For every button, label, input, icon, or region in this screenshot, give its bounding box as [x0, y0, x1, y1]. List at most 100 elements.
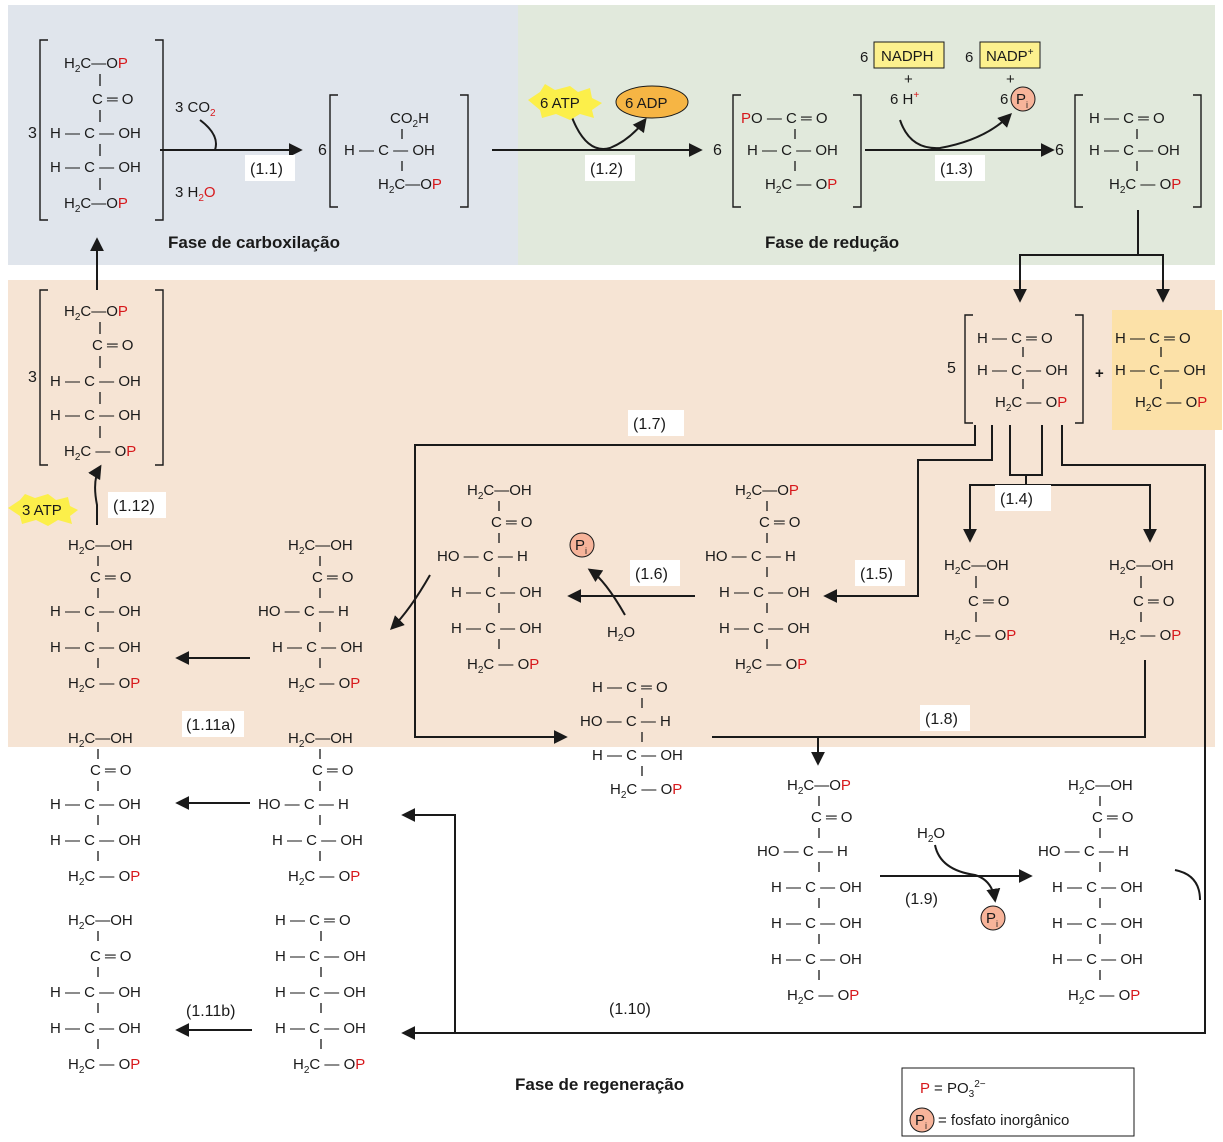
reduction-panel — [518, 5, 1215, 265]
svg-text:H — C — OH: H — C — OH — [592, 747, 683, 764]
pi-circle-1-6: Pi — [569, 532, 595, 558]
coefficient-three-regen: 3 — [28, 369, 37, 386]
svg-text:C ═ O: C ═ O — [92, 91, 133, 108]
svg-text:H2C—OH: H2C—OH — [68, 912, 133, 932]
svg-text:C ═ O: C ═ O — [312, 569, 353, 586]
h2o-reactant: 3 H2O — [175, 184, 216, 204]
svg-text:H2C — OP: H2C — OP — [787, 987, 859, 1007]
molecule-fbp: H2C—OP C ═ O HO — C — H H — C — OH H — C… — [705, 482, 810, 676]
svg-text:C ═ O: C ═ O — [759, 514, 800, 531]
svg-text:H2C—OH: H2C—OH — [1109, 557, 1174, 577]
svg-text:H — C ═ O: H — C ═ O — [275, 912, 351, 929]
molecule-ru5p-a: H2C—OH C ═ O H — C — OH H — C — OH H2C —… — [50, 537, 141, 695]
molecule-f6p: H2C—OH C ═ O HO — C — H H — C — OH H — C… — [437, 482, 542, 676]
molecule-rubp-regen: 3 H2C—OP C ═ O H — C — OH H — C — OH H2C… — [28, 289, 164, 466]
svg-text:H2C—OH: H2C—OH — [944, 557, 1009, 577]
svg-text:C ═ O: C ═ O — [90, 948, 131, 965]
nadp-coefficient: 6 — [965, 49, 973, 66]
svg-text:HO — C — H: HO — C — H — [705, 548, 796, 565]
plus-sign: + — [904, 71, 913, 88]
pi-circle-1-9: Pi — [980, 905, 1006, 931]
svg-text:H2C — OP: H2C — OP — [610, 781, 682, 801]
svg-text:C ═ O: C ═ O — [1133, 593, 1174, 610]
svg-text:Pi: Pi — [915, 1112, 927, 1131]
coefficient-three: 3 — [28, 125, 37, 142]
molecule-dhap-right: H2C—OH C ═ O H2C — OP — [1109, 557, 1181, 647]
svg-text:H2C — OP: H2C — OP — [1135, 394, 1207, 414]
svg-text:H2C — OP: H2C — OP — [68, 868, 140, 888]
nadph-coefficient: 6 — [860, 49, 868, 66]
svg-text:Pi: Pi — [1016, 91, 1028, 110]
svg-text:H2C — OP: H2C — OP — [1109, 176, 1181, 196]
svg-text:H — C — OH: H — C — OH — [451, 620, 542, 637]
molecule-e4p: H — C ═ O HO — C — H H — C — OH H2C — OP — [580, 679, 683, 801]
svg-text:H — C — OH: H — C — OH — [1052, 879, 1143, 896]
svg-text:C ═ O: C ═ O — [312, 762, 353, 779]
h2o-1-9: H2O — [917, 825, 945, 845]
svg-text:H2C—OP: H2C—OP — [64, 195, 128, 215]
svg-text:H — C — OH: H — C — OH — [50, 984, 141, 1001]
molecule-xu5p-a: H2C—OH C ═ O HO — C — H H — C — OH H2C —… — [258, 537, 363, 695]
svg-text:H2C — OP: H2C — OP — [735, 656, 807, 676]
adp-6-oval: 6 ADP — [615, 85, 689, 119]
nadph-box — [873, 41, 945, 69]
svg-text:H — C ═ O: H — C ═ O — [592, 679, 668, 696]
coefficient-six-g3p: 6 — [1055, 142, 1064, 159]
svg-text:H2C — OP: H2C — OP — [68, 675, 140, 695]
svg-text:H2C — OP: H2C — OP — [467, 656, 539, 676]
molecule-bpg: 6 PO — C ═ O H — C — OH H2C — OP — [713, 94, 862, 208]
svg-text:H2C — OP: H2C — OP — [288, 675, 360, 695]
molecule-ru5p-b: H2C—OH C ═ O H — C — OH H — C — OH H2C —… — [50, 730, 141, 888]
svg-text:H — C — OH: H — C — OH — [771, 951, 862, 968]
svg-text:H2C—OP: H2C—OP — [378, 176, 442, 196]
svg-text:HO — C — H: HO — C — H — [258, 603, 349, 620]
svg-text:H — C — OH: H — C — OH — [50, 796, 141, 813]
legend-pi-icon — [909, 1107, 935, 1133]
svg-text:H2C — OP: H2C — OP — [995, 394, 1067, 414]
svg-text:HO — C — H: HO — C — H — [258, 796, 349, 813]
svg-text:H — C — OH: H — C — OH — [50, 1020, 141, 1037]
svg-text:C ═ O: C ═ O — [491, 514, 532, 531]
svg-text:6 ADP: 6 ADP — [625, 95, 668, 112]
svg-text:H2C — OP: H2C — OP — [293, 1056, 365, 1076]
svg-text:H2C—OH: H2C—OH — [68, 537, 133, 557]
svg-text:H — C — OH: H — C — OH — [1115, 362, 1206, 379]
svg-text:H — C — OH: H — C — OH — [50, 832, 141, 849]
molecule-rubp-top: 3 H2C—OP C ═ O H — C — OH H — C — OH H2C… — [28, 39, 164, 221]
svg-text:H — C — OH: H — C — OH — [747, 142, 838, 159]
svg-text:H2C—OP: H2C—OP — [64, 55, 128, 75]
nadp-box — [979, 41, 1041, 69]
svg-text:Pi: Pi — [986, 910, 998, 929]
step-1-1-label: (1.1) — [250, 161, 283, 178]
svg-text:H — C — OH: H — C — OH — [719, 584, 810, 601]
legend-p-definition: P= PO32− — [920, 1079, 986, 1100]
coefficient-six-bpg: 6 — [713, 142, 722, 159]
step-1-8-label: (1.8) — [925, 711, 958, 728]
svg-text:H2C—OP: H2C—OP — [787, 777, 851, 797]
step-1-6-label: (1.6) — [635, 566, 668, 583]
svg-text:HO — C — H: HO — C — H — [757, 843, 848, 860]
svg-text:H2C—OH: H2C—OH — [467, 482, 532, 502]
svg-text:C ═ O: C ═ O — [968, 593, 1009, 610]
svg-text:H — C ═ O: H — C ═ O — [977, 330, 1053, 347]
molecule-g3p-five: 5 H — C ═ O H — C — OH H2C — OP — [947, 314, 1084, 424]
molecule-g3p-export: H — C ═ O H — C — OH H2C — OP — [1115, 330, 1207, 414]
svg-text:H — C — OH: H — C — OH — [275, 1020, 366, 1037]
svg-text:H — C — OH: H — C — OH — [50, 407, 141, 424]
step-1-11a-label: (1.11a) — [186, 717, 236, 734]
svg-text:HO — C — H: HO — C — H — [580, 713, 671, 730]
step-1-5-label: (1.5) — [860, 566, 893, 583]
svg-text:H2C — OP: H2C — OP — [944, 627, 1016, 647]
molecule-sbp: H2C—OP C ═ O HO — C — H H — C — OH H — C… — [757, 777, 862, 1007]
svg-text:H — C ═ O: H — C ═ O — [1089, 110, 1165, 127]
svg-text:H — C — OH: H — C — OH — [977, 362, 1068, 379]
molecule-r5p: H — C ═ O H — C — OH H — C — OH H — C — … — [275, 912, 366, 1076]
svg-text:H — C — OH: H — C — OH — [272, 832, 363, 849]
svg-text:H2C—OP: H2C—OP — [735, 482, 799, 502]
regeneration-panel — [8, 280, 1215, 747]
svg-text:HO — C — H: HO — C — H — [437, 548, 528, 565]
svg-text:H — C — OH: H — C — OH — [50, 639, 141, 656]
svg-text:H — C — OH: H — C — OH — [771, 879, 862, 896]
step-1-11b-label: (1.11b) — [186, 1003, 236, 1020]
